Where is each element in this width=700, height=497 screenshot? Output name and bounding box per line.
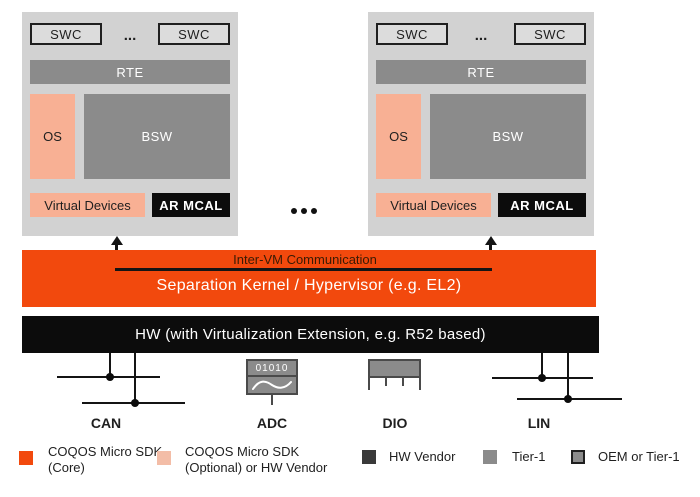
can-drop-line <box>134 353 136 403</box>
legend-label-tier1: Tier-1 <box>512 449 546 464</box>
dio-pin <box>368 378 370 390</box>
legend-label-line: (Core) <box>48 460 85 475</box>
hypervisor-bar <box>22 250 596 307</box>
dio-pin <box>385 378 387 386</box>
devices-row: Virtual Devices AR MCAL <box>376 193 586 217</box>
up-arrow-icon <box>485 236 497 245</box>
legend-label-core: COQOS Micro SDK (Core) <box>48 444 162 476</box>
legend-label-optional: COQOS Micro SDK (Optional) or HW Vendor <box>185 444 327 476</box>
bsw-block: BSW <box>84 94 230 179</box>
os-block: OS <box>376 94 421 179</box>
lin-node-dot <box>564 395 572 403</box>
os-bsw-row: OS BSW <box>30 94 230 179</box>
swc-row: SWC ... SWC <box>376 23 586 45</box>
legend-label-line: COQOS Micro SDK <box>185 444 300 459</box>
lin-drop-line <box>541 353 543 379</box>
legend-label-line: COQOS Micro SDK <box>48 444 163 459</box>
os-block: OS <box>30 94 75 179</box>
ar-mcal-block: AR MCAL <box>152 193 230 217</box>
vm-panel-right: SWC ... SWC RTE OS BSW Virtual Devices A… <box>368 12 594 236</box>
bracket-horizontal-line <box>115 268 492 271</box>
adc-label: ADC <box>256 415 288 431</box>
legend-label-hw-vendor: HW Vendor <box>389 449 456 464</box>
sine-wave-icon <box>248 377 296 393</box>
swc-ellipsis: ... <box>123 26 137 44</box>
more-vms-ellipsis-icon <box>291 208 317 214</box>
dio-pin <box>402 378 404 386</box>
swc-block: SWC <box>376 23 448 45</box>
lin-label: LIN <box>527 415 551 431</box>
dio-label: DIO <box>382 415 408 431</box>
lin-node-dot <box>538 374 546 382</box>
can-drop-line <box>109 353 111 378</box>
lin-drop-line <box>567 353 569 400</box>
adc-stem-line <box>271 395 273 405</box>
swc-ellipsis: ... <box>474 26 488 44</box>
swc-block: SWC <box>30 23 102 45</box>
dio-pin <box>419 378 421 390</box>
rte-block: RTE <box>30 60 230 84</box>
can-node-dot <box>131 399 139 407</box>
vm-panel-left: SWC ... SWC RTE OS BSW Virtual Devices A… <box>22 12 238 236</box>
virtual-devices-block: Virtual Devices <box>376 193 491 217</box>
intervm-communication-label: Inter-VM Communication <box>233 252 377 267</box>
swc-row: SWC ... SWC <box>30 23 230 45</box>
hypervisor-label: Separation Kernel / Hypervisor (e.g. EL2… <box>156 277 462 294</box>
up-arrow-icon <box>111 236 123 245</box>
virtual-devices-block: Virtual Devices <box>30 193 145 217</box>
legend-swatch-hw-vendor <box>362 450 376 464</box>
legend-label-oem-tier1: OEM or Tier-1 <box>598 449 680 464</box>
legend-label-line: (Optional) or HW Vendor <box>185 460 328 475</box>
os-bsw-row: OS BSW <box>376 94 586 179</box>
dio-icon <box>368 359 421 378</box>
can-node-dot <box>106 373 114 381</box>
devices-row: Virtual Devices AR MCAL <box>30 193 230 217</box>
swc-block: SWC <box>157 23 230 45</box>
swc-block: SWC <box>513 23 586 45</box>
rte-block: RTE <box>376 60 586 84</box>
adc-bits: 01010 <box>248 361 296 377</box>
legend-swatch-optional <box>157 451 171 465</box>
adc-icon: 01010 <box>246 359 298 395</box>
legend-swatch-tier1 <box>483 450 497 464</box>
legend-swatch-oem-tier1 <box>571 450 585 464</box>
can-label: CAN <box>90 415 122 431</box>
legend-swatch-core <box>19 451 33 465</box>
hw-bar: HW (with Virtualization Extension, e.g. … <box>22 316 599 353</box>
bsw-block: BSW <box>430 94 586 179</box>
ar-mcal-block: AR MCAL <box>498 193 586 217</box>
